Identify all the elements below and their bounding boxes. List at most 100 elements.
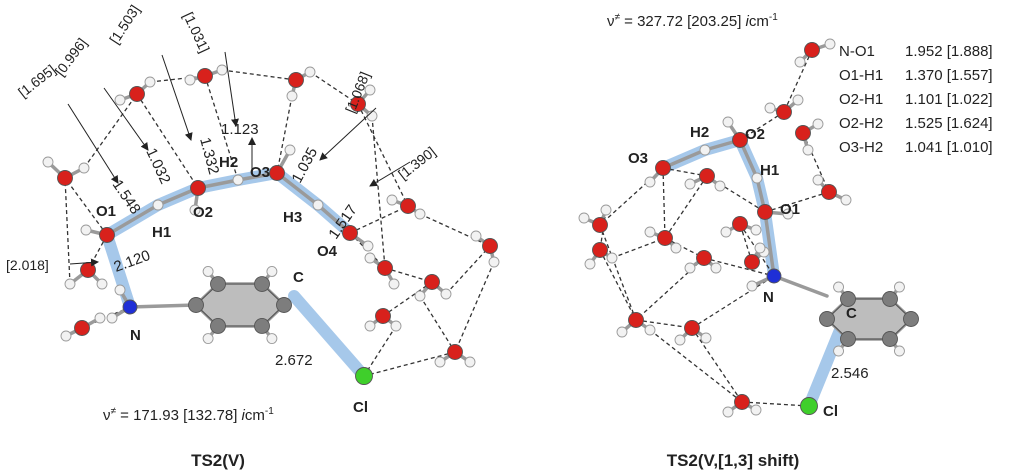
- hydrogen-atom: [386, 194, 398, 206]
- atom-spheres: [42, 38, 919, 418]
- hydrogen-atom: [114, 284, 126, 296]
- table-bond-value: 1.952 [1.888]: [905, 43, 993, 60]
- left-label-h2: H2: [219, 154, 238, 171]
- hydrogen-atom: [792, 94, 804, 106]
- hydrogen-atom: [312, 199, 324, 211]
- oxygen-atom: [129, 86, 145, 102]
- leader-arrow: [161, 54, 193, 141]
- hydrogen-atom: [894, 281, 905, 293]
- leader-arrow: [67, 103, 119, 184]
- carbon-atom: [210, 318, 226, 334]
- hydrogen-bond: [783, 49, 813, 113]
- hydrogen-bond-lines: [64, 49, 830, 407]
- hydrogen-atom: [584, 258, 596, 270]
- oxygen-atom: [628, 312, 644, 328]
- hydrogen-atom: [94, 312, 106, 324]
- hydrogen-atom: [812, 174, 824, 186]
- oxygen-atom: [821, 184, 837, 200]
- left-title: TS2(V): [191, 451, 245, 470]
- hydrogen-atom: [42, 156, 54, 168]
- table-bond-value: 1.041 [1.010]: [905, 139, 993, 156]
- hydrogen-bond: [419, 213, 491, 247]
- hydrogen-bond: [662, 167, 666, 239]
- hydrogen-atom: [414, 208, 426, 220]
- hydrogen-atom: [746, 280, 758, 292]
- hydrogen-atom: [266, 333, 278, 344]
- hydrogen-atom: [60, 330, 72, 342]
- hydrogen-atom: [364, 252, 376, 264]
- hydrogen-atom: [714, 180, 726, 192]
- hydrogen-atom: [833, 345, 844, 357]
- hydrogen-atom: [824, 38, 836, 50]
- hydrogen-atom: [80, 224, 92, 236]
- highlight-path: [803, 324, 846, 412]
- right-label-o1: O1: [780, 201, 800, 218]
- hydrogen-atom: [812, 118, 824, 130]
- carbon-atom: [210, 276, 226, 292]
- hydrogen-atom: [644, 176, 656, 188]
- oxygen-atom: [732, 132, 748, 148]
- left-distance-8: 2.672: [275, 352, 313, 369]
- left-bracket-3: [1.503]: [106, 2, 143, 47]
- hydrogen-bond: [706, 175, 766, 213]
- chlorine-atom: [355, 367, 373, 385]
- nitrogen-atom: [122, 299, 138, 315]
- oxygen-atom: [744, 254, 760, 270]
- oxygen-atom: [592, 217, 608, 233]
- hydrogen-atom: [464, 356, 476, 368]
- hydrogen-atom: [106, 312, 118, 324]
- hydrogen-bond: [64, 177, 108, 236]
- hydrogen-atom: [751, 172, 763, 184]
- covalent-bond: [128, 303, 198, 309]
- oxygen-atom: [350, 96, 366, 112]
- hydrogen-atom: [750, 404, 762, 416]
- carbon-atom: [254, 318, 270, 334]
- table-bond-label: O3-H2: [839, 139, 883, 156]
- carbon-atom: [903, 311, 919, 327]
- hydrogen-atom: [440, 288, 452, 300]
- hydrogen-atom: [232, 174, 244, 186]
- hydrogen-bond: [83, 93, 138, 169]
- table-bond-label: N-O1: [839, 43, 875, 60]
- hydrogen-bond: [611, 237, 666, 259]
- right-title: TS2(V,[1,3] shift): [667, 451, 800, 470]
- covalent-bond: [763, 210, 776, 278]
- oxygen-atom: [80, 262, 96, 278]
- hydrogen-atom: [114, 94, 126, 106]
- hydrogen-atom: [189, 204, 201, 216]
- hydrogen-bond: [276, 95, 293, 174]
- hydrogen-atom: [722, 406, 734, 418]
- hydrogen-bond: [136, 93, 199, 189]
- hydrogen-bond: [703, 257, 775, 277]
- table-bond-label: O2-H1: [839, 91, 883, 108]
- hydrogen-bond: [664, 175, 708, 239]
- hydrogen-atom: [364, 320, 376, 332]
- oxygen-atom: [288, 72, 304, 88]
- right-label-o3: O3: [628, 150, 648, 167]
- left-bracket-6: [1.390]: [395, 143, 439, 182]
- oxygen-atom: [424, 274, 440, 290]
- hydrogen-bond: [382, 281, 433, 317]
- hydrogen-atom: [578, 212, 590, 224]
- hydrogen-bond: [357, 103, 409, 207]
- hydrogen-atom: [434, 356, 446, 368]
- oxygen-atom: [684, 320, 700, 336]
- hydrogen-atom: [764, 102, 776, 114]
- hydrogen-atom: [202, 266, 214, 277]
- oxygen-atom: [482, 238, 498, 254]
- oxygen-atom: [190, 180, 206, 196]
- oxygen-atom: [776, 104, 792, 120]
- left-bracket-2: [0.996]: [52, 35, 91, 79]
- oxygen-atom: [57, 170, 73, 186]
- oxygen-atom: [655, 160, 671, 176]
- covalent-bond: [105, 203, 160, 237]
- left-label-o2: O2: [193, 204, 213, 221]
- right-label-c: C: [846, 305, 857, 322]
- hydrogen-atom: [894, 345, 905, 357]
- oxygen-atom: [447, 344, 463, 360]
- right-label-o2: O2: [745, 126, 765, 143]
- left-label-o1: O1: [96, 203, 116, 220]
- hydrogen-bond: [649, 329, 743, 403]
- hydrogen-bond: [149, 75, 206, 83]
